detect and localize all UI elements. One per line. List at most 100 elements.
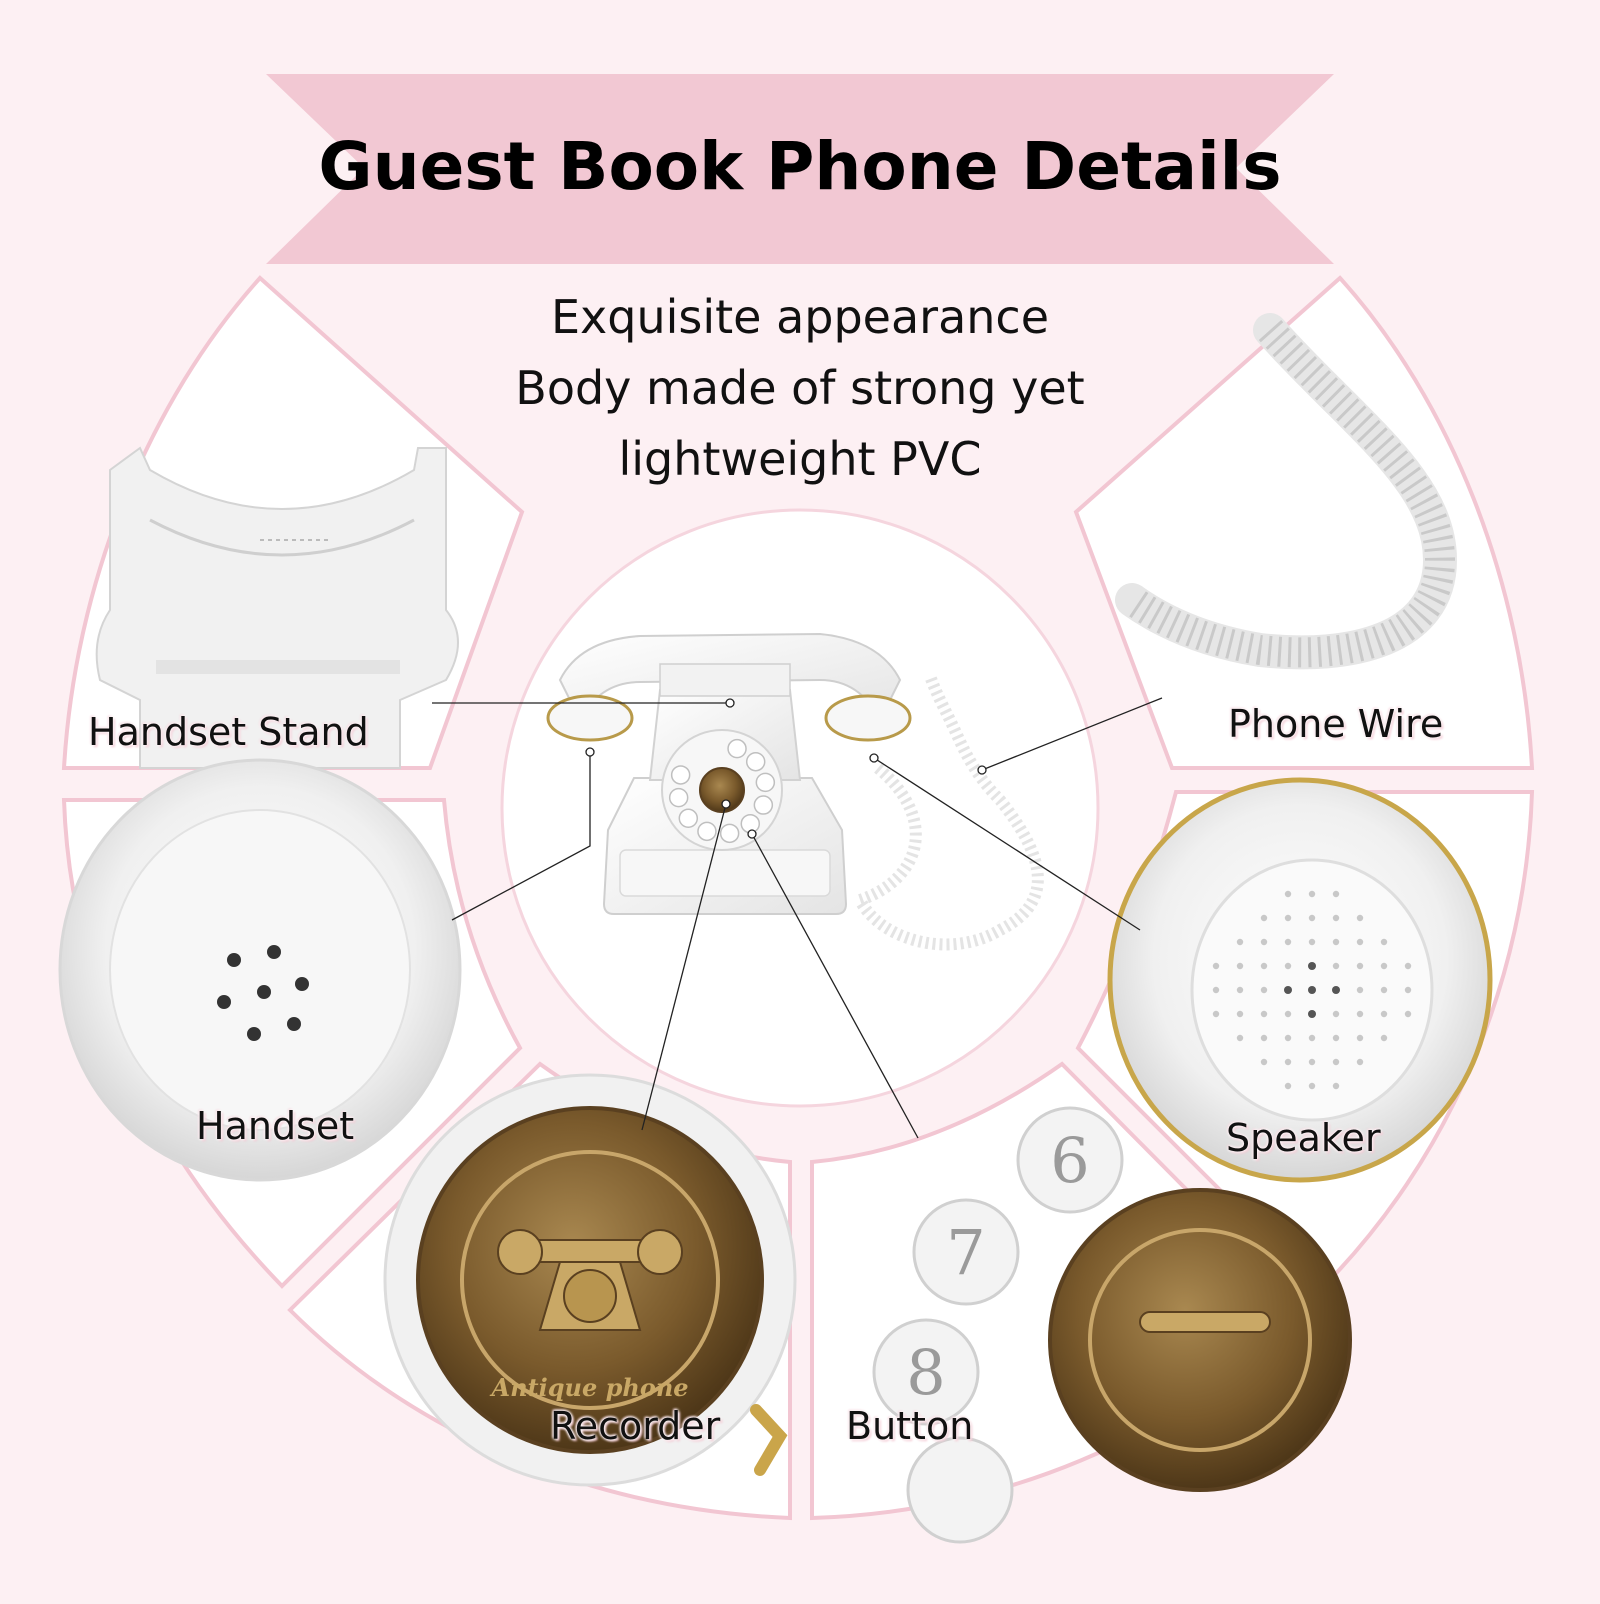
button-medallion-photo [1048, 1188, 1352, 1492]
speaker-hole [1332, 986, 1340, 994]
medallion-text: Antique phone [489, 1373, 688, 1402]
speaker-hole [1236, 986, 1244, 994]
speaker-hole [1236, 1034, 1244, 1042]
dial-hole [719, 823, 740, 844]
speaker-hole [1332, 938, 1340, 946]
speaker-hole [1284, 1082, 1292, 1090]
speaker-hole [1308, 1034, 1316, 1042]
dial-digit-7: 7 [946, 1216, 985, 1289]
speaker-hole [1332, 1082, 1340, 1090]
dial-buttons [872, 1106, 1124, 1544]
segment-handset-stand [61, 275, 525, 770]
speaker-hole [1380, 1034, 1388, 1042]
center-recorder-medallion [699, 767, 745, 813]
dial-hole [755, 772, 776, 793]
callout-lines [432, 697, 1163, 1139]
segment-button: 6 7 8 [810, 1061, 1352, 1544]
speaker-hole [1380, 1010, 1388, 1018]
label-button: Button [846, 1404, 974, 1448]
label-handset-stand: Handset Stand [88, 710, 369, 754]
speaker-hole [1380, 986, 1388, 994]
speaker-hole [1332, 914, 1340, 922]
speaker-hole [1404, 986, 1412, 994]
speaker-hole [1236, 962, 1244, 970]
speaker-hole [1284, 914, 1292, 922]
segment-recorder: Antique phone [287, 1061, 797, 1521]
speaker-hole [1308, 1058, 1316, 1066]
dial-hole [678, 808, 699, 829]
subtitle-line-2: Body made of strong yet [515, 361, 1085, 415]
speaker-hole [1260, 1034, 1268, 1042]
speaker-hole [1356, 1058, 1364, 1066]
handset-holes [217, 945, 309, 1041]
speaker-hole [1356, 938, 1364, 946]
speaker-hole [1380, 938, 1388, 946]
speaker-hole [1212, 986, 1220, 994]
speaker-hole [1260, 1010, 1268, 1018]
segment-handset [58, 758, 523, 1289]
subtitle-line-3: lightweight PVC [618, 432, 982, 486]
dial-hole [670, 765, 691, 785]
speaker-hole [1212, 1010, 1220, 1018]
speaker-hole [1308, 890, 1316, 898]
speaker-hole [1236, 938, 1244, 946]
medallion-phone-relief [497, 1229, 683, 1331]
speaker-hole [1284, 938, 1292, 946]
speaker-hole [1308, 962, 1316, 970]
speaker-hole [1284, 1010, 1292, 1018]
subtitle: Exquisite appearance Body made of strong… [380, 282, 1220, 495]
speaker-hole [1380, 962, 1388, 970]
speaker-hole [1404, 1010, 1412, 1018]
speaker-hole [1308, 1010, 1316, 1018]
dial-hole [753, 795, 774, 815]
subtitle-line-1: Exquisite appearance [550, 290, 1050, 344]
speaker-hole [1332, 1058, 1340, 1066]
speaker-hole [1284, 1058, 1292, 1066]
speaker-hole [1236, 1010, 1244, 1018]
speaker-hole [1308, 914, 1316, 922]
center-phone-illustration [546, 632, 1044, 951]
speaker-hole [1332, 1010, 1340, 1018]
speaker-holes [1212, 890, 1412, 1090]
speaker-hole [1260, 938, 1268, 946]
dial-digit-6: 6 [1050, 1124, 1089, 1197]
speaker-hole [1212, 962, 1220, 970]
speaker-hole [1284, 890, 1292, 898]
speaker-hole [1356, 1010, 1364, 1018]
phone-wire-coil [1115, 313, 1458, 670]
speaker-hole [1332, 1034, 1340, 1042]
speaker-hole [1356, 962, 1364, 970]
speaker-hole [1284, 962, 1292, 970]
speaker-hole [1260, 1058, 1268, 1066]
label-handset: Handset [196, 1104, 355, 1148]
speaker-hole [1356, 986, 1364, 994]
speaker-hole [1308, 1082, 1316, 1090]
dial-hole [745, 751, 766, 772]
label-recorder: Recorder [550, 1404, 721, 1448]
dial-hole [727, 738, 747, 759]
dial-digit-8: 8 [906, 1336, 945, 1409]
speaker-hole [1332, 962, 1340, 970]
speaker-hole [1356, 914, 1364, 922]
handset-stand-photo [95, 446, 459, 769]
segment-speaker [1075, 777, 1535, 1293]
dial-hole [697, 821, 717, 842]
label-speaker: Speaker [1226, 1116, 1381, 1160]
dial-hole [668, 787, 689, 808]
speaker-hole [1308, 938, 1316, 946]
speaker-hole [1332, 890, 1340, 898]
speaker-hole [1260, 986, 1268, 994]
speaker-hole [1356, 1034, 1364, 1042]
callout-dots [585, 698, 987, 839]
segment-phone-wire [1073, 275, 1535, 770]
speaker-hole [1308, 986, 1316, 994]
speaker-hole [1260, 914, 1268, 922]
speaker-hole [1404, 962, 1412, 970]
speaker-hole [1284, 1034, 1292, 1042]
speaker-hole [1284, 986, 1292, 994]
title-banner [266, 74, 1334, 264]
page-title: Guest Book Phone Details [318, 128, 1282, 205]
speaker-hole [1260, 962, 1268, 970]
